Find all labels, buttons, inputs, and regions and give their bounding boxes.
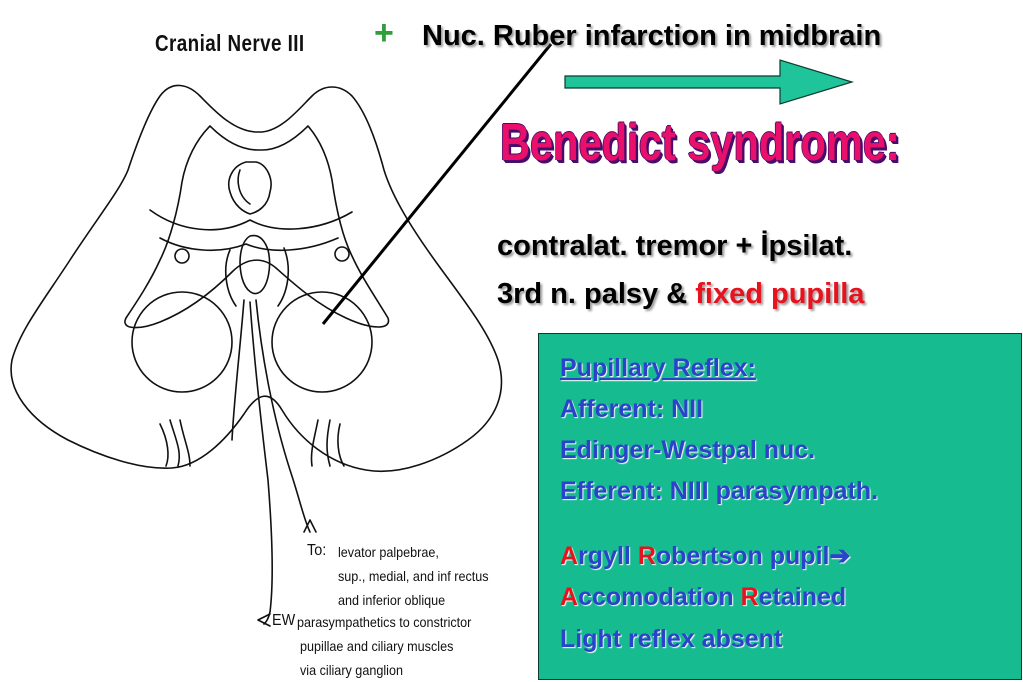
- pointer-line: [321, 43, 553, 325]
- box-nucleus: Edinger-Westpal nuc.: [560, 436, 816, 464]
- box-light-reflex: Light reflex absent: [560, 625, 783, 653]
- description-line-2: 3rd n. palsy & fixed pupilla: [497, 278, 864, 311]
- to-line-3: and inferior oblique: [338, 592, 446, 608]
- headline-text: Nuc. Ruber infarction in midbrain: [422, 20, 882, 52]
- argyll-letter-a: A: [560, 542, 579, 570]
- box-argyll-robertson: Argyll Robertson pupil➔: [560, 541, 850, 571]
- tegmentum-outline: [124, 125, 390, 329]
- argyll-text-1: rgyll: [578, 542, 638, 570]
- box-efferent: Efferent: NIII parasympath.: [560, 477, 879, 505]
- small-nucleus-right: [334, 246, 350, 262]
- plus-icon: +: [374, 14, 394, 52]
- right-arrow-icon: ➔: [829, 542, 851, 570]
- cerebral-aqueduct: [228, 161, 272, 215]
- ew-line-1: parasympathetics to constrictor: [297, 614, 472, 630]
- arrow-shape: [564, 59, 855, 105]
- box-accomodation: Accomodation Retained: [560, 583, 846, 612]
- ew-line-3: via ciliary ganglion: [300, 662, 403, 678]
- oculomotor-nerve-fibre: [255, 299, 311, 533]
- argyll-text-2: obertson pupil: [655, 542, 830, 570]
- acc-letter-r: R: [740, 583, 759, 611]
- acc-text-1: ccomodation: [578, 583, 741, 611]
- syndrome-title: Benedict syndrome:: [500, 114, 900, 172]
- ew-label: EW: [272, 612, 296, 629]
- small-nucleus-left: [174, 248, 190, 264]
- acc-letter-a: A: [560, 583, 579, 611]
- acc-text-2: etained: [758, 583, 847, 611]
- description-line-1: contralat. tremor + İpsilat.: [497, 230, 853, 262]
- pupillary-reflex-box: [538, 333, 1022, 680]
- ew-line-2: pupillae and ciliary muscles: [300, 638, 454, 654]
- red-nucleus-left: [131, 291, 233, 393]
- red-nucleus-right: [271, 291, 373, 393]
- box-afferent: Afferent: NII: [560, 395, 704, 423]
- to-line-2: sup., medial, and inf rectus: [338, 568, 489, 584]
- to-line-1: levator palpebrae,: [338, 544, 439, 560]
- oculomotor-nucleus: [239, 234, 271, 295]
- description-line-2-prefix: 3rd n. palsy &: [497, 278, 696, 310]
- midbrain-outline: [10, 84, 503, 472]
- to-label: To:: [307, 542, 327, 559]
- argyll-letter-r: R: [637, 542, 656, 570]
- box-heading: Pupillary Reflex:: [560, 354, 756, 382]
- fixed-pupilla-highlight: fixed pupilla: [695, 278, 865, 310]
- figure-title: Cranial Nerve III: [155, 30, 305, 56]
